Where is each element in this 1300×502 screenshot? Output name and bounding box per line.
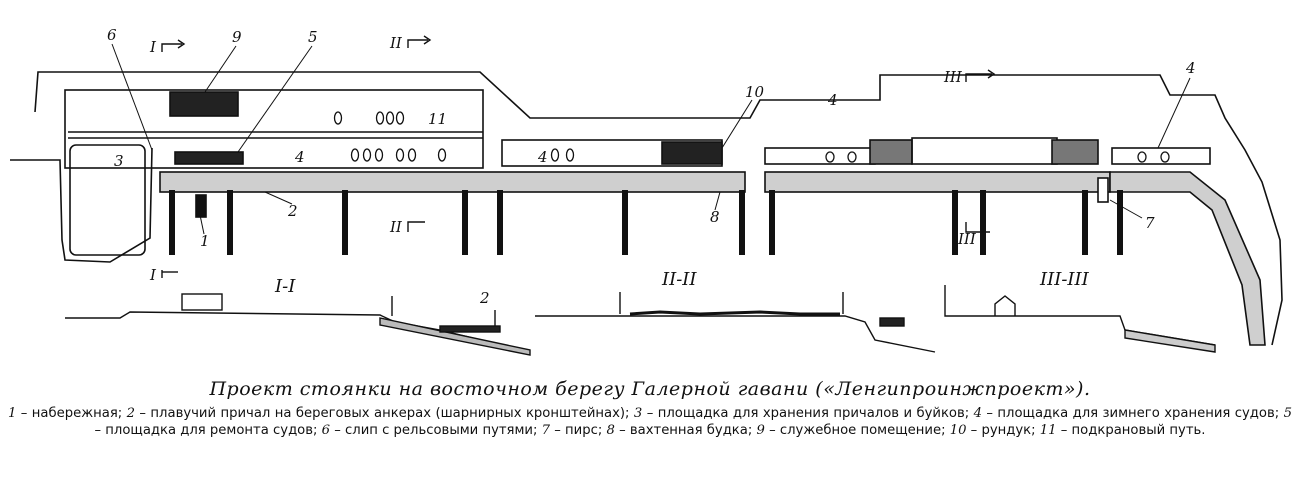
section-titles: I-I II-II III-III 2 [274, 269, 1090, 307]
section-II-II [535, 292, 936, 353]
legend-item-text: – вахтенная будка; [614, 423, 757, 438]
legend-item-text: – набережная; [16, 406, 127, 421]
legend-item: 10 – рундук; [950, 423, 1040, 438]
boats [333, 111, 1170, 163]
legend-item: 1 – набережная; [8, 406, 127, 421]
winter-storage-right-a [764, 147, 876, 165]
label-8: 8 [710, 208, 720, 226]
legend-item: 8 – вахтенная будка; [606, 423, 756, 438]
territory-outline [34, 71, 1283, 346]
label-4-mid: 4 [537, 148, 548, 166]
figure-caption: Проект стоянки на восточном берегу Галер… [209, 378, 1091, 400]
legend-item-text: – площадка для ремонта судов; [94, 423, 322, 438]
section-title-III: III-III [1039, 269, 1090, 290]
legend-item: 9 – служебное помещение; [757, 423, 950, 438]
label-cut-III-top: III [943, 68, 963, 86]
label-2-section: 2 [479, 289, 490, 307]
label-cut-I-bottom: I [149, 266, 157, 284]
legend-item-text: – плавучий причал на береговых анкерах (… [135, 406, 634, 421]
left-shore [10, 147, 153, 263]
legend-item-number: 6 [321, 423, 331, 438]
embankment-right [764, 171, 1111, 193]
label-6: 6 [107, 26, 117, 44]
winter-storage-right-b [911, 137, 1058, 165]
pier-7 [1097, 177, 1109, 203]
label-cut-I-top: I [149, 38, 157, 56]
legend-item-text: – площадка для зимнего хранения судов; [982, 406, 1284, 421]
slip-6-b [1051, 139, 1099, 165]
label-4-left: 4 [294, 148, 305, 166]
legend-item: 3 – площадка для хранения причалов и буй… [634, 406, 974, 421]
label-5: 5 [308, 28, 318, 46]
legend-item: 6 – слип с рельсовыми путями; [322, 423, 542, 438]
leader-lines [111, 43, 1191, 235]
locker-10 [661, 141, 723, 165]
legend-item-text: – пирс; [550, 423, 607, 438]
embankment-1 [159, 171, 746, 193]
legend-item-text: – площадка для хранения причалов и буйко… [642, 406, 974, 421]
slip-6-a [869, 139, 913, 165]
section-title-II: II-II [661, 269, 697, 290]
label-4-far: 4 [1185, 59, 1196, 77]
legend-item-number: 4 [973, 406, 983, 421]
label-7: 7 [1145, 214, 1155, 232]
label-9: 9 [232, 28, 242, 46]
legend-item: 7 – пирс; [542, 423, 607, 438]
winter-storage-far-right [1111, 147, 1211, 165]
legend-item-number: 9 [756, 423, 765, 438]
legend-item-number: 8 [606, 423, 615, 438]
section-III-III [944, 285, 1216, 353]
legend-item-number: 1 [8, 406, 17, 421]
area-3-box [69, 144, 146, 256]
plan-labels: 6 9 5 3 4 4 4 4 11 10 2 1 8 7 I I II II … [107, 26, 1196, 284]
label-10: 10 [745, 83, 765, 101]
site-plan-drawing: 6 9 5 3 4 4 4 4 11 10 2 1 8 7 I I II II … [10, 26, 1283, 356]
legend-item-number: 2 [126, 406, 136, 421]
repair-pad-5 [174, 151, 244, 165]
section-title-I: I-I [274, 276, 296, 297]
cut-marks [161, 35, 996, 278]
figure-legend: 1 – набережная; 2 – плавучий причал на б… [8, 405, 1292, 439]
storage-area-left [64, 89, 484, 169]
label-4-right: 4 [827, 91, 838, 109]
floating-piers-2 [169, 190, 1123, 255]
legend-item-number: 7 [541, 423, 551, 438]
legend-item-text: – рундук; [966, 423, 1040, 438]
legend-item: 5 – площадка для ремонта судов; [95, 406, 1293, 438]
legend-item-number: 11 [1039, 423, 1057, 438]
label-cut-II-bottom: II [389, 218, 403, 236]
embankment-curve [1109, 171, 1266, 346]
legend-item-text: – служебное помещение; [764, 423, 950, 438]
legend-item: 11 – подкрановый путь. [1040, 423, 1206, 438]
legend-item-text: – слип с рельсовыми путями; [330, 423, 542, 438]
legend-item: 2 – плавучий причал на береговых анкерах… [127, 406, 634, 421]
plan-view [10, 71, 1283, 346]
label-cut-II-top: II [389, 34, 403, 52]
legend-item-number: 5 [1283, 406, 1292, 421]
legend-item-number: 10 [949, 423, 967, 438]
watch-booth-8 [195, 194, 207, 218]
section-I-I [65, 293, 531, 356]
label-2: 2 [287, 202, 298, 220]
service-building-9 [169, 91, 239, 117]
legend-item: 4 – площадка для зимнего хранения судов; [974, 406, 1284, 421]
label-1: 1 [200, 232, 210, 250]
legend-item-text: – подкрановый путь. [1056, 423, 1206, 438]
label-cut-III-bottom: III [957, 230, 977, 248]
label-3: 3 [114, 152, 124, 170]
legend-item-number: 3 [633, 406, 643, 421]
label-11: 11 [428, 110, 447, 128]
